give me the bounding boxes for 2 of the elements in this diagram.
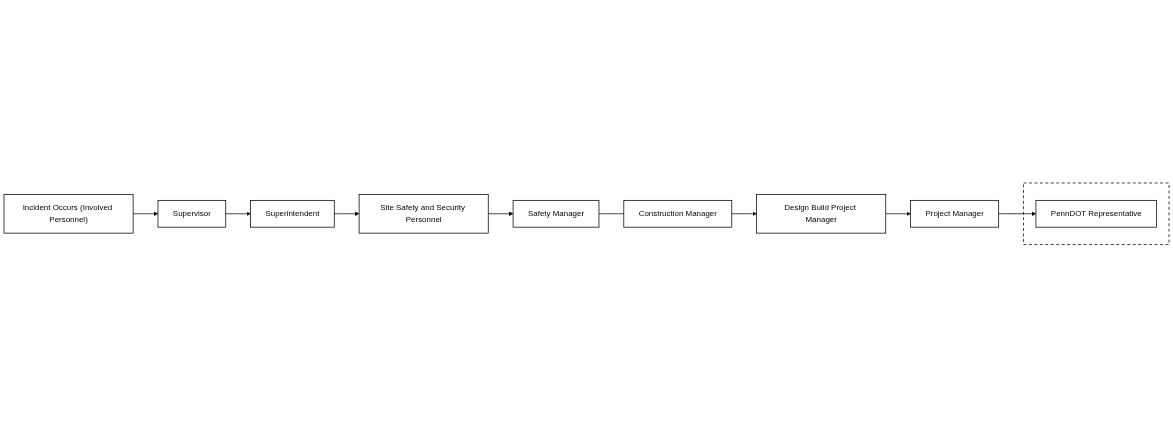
cluster: [1023, 182, 1170, 245]
connector: [598, 213, 625, 214]
